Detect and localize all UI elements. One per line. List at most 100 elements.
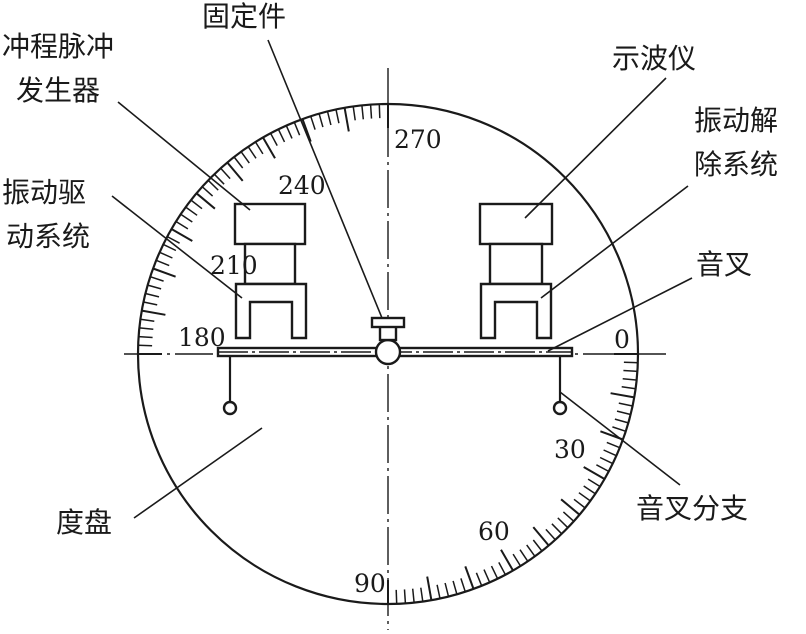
dial-tick [603, 449, 617, 457]
tuning-fork-label: 音叉 [696, 248, 752, 281]
degree-label-270: 270 [394, 125, 442, 154]
degree-label-90: 90 [354, 569, 386, 598]
dial-tick [612, 426, 627, 433]
dial-tick [395, 589, 398, 604]
dial-tick [369, 104, 373, 119]
dial-tick [318, 113, 324, 128]
dial-tick [532, 539, 543, 552]
dial-tick [616, 410, 631, 416]
dial-tick [587, 478, 601, 488]
dial-tick [361, 105, 365, 120]
dial-tick [254, 141, 264, 155]
dial-tick [166, 235, 180, 244]
dial-tick [139, 327, 154, 331]
dial-tick [335, 109, 340, 124]
fixture-leader [267, 39, 383, 319]
dial-tick [596, 464, 610, 473]
dial-tick [426, 576, 433, 601]
degree-label-210: 210 [210, 251, 258, 280]
drive-system-yoke [234, 282, 308, 340]
release-system-leader [540, 185, 689, 299]
drive-system-label-line2: 动系统 [6, 220, 90, 253]
dial-tick [147, 284, 162, 290]
dial-tick [233, 156, 244, 169]
dial-tick [420, 587, 424, 602]
pulse-generator-label-line1: 冲程脉冲 [2, 30, 114, 63]
dial-tick [483, 569, 491, 583]
dial-tick [195, 192, 216, 210]
dial-tick [562, 511, 575, 522]
degree-label-0: 0 [614, 325, 630, 354]
dial-tick [207, 179, 219, 191]
degree-label-60: 60 [478, 517, 510, 546]
dial-tick [614, 418, 629, 424]
dial-tick [378, 104, 381, 119]
dial-tick [519, 549, 529, 562]
degree-label-240: 240 [278, 171, 326, 200]
right-coil-body [488, 242, 544, 286]
dial-tick [159, 251, 173, 259]
dial-tick [175, 220, 189, 230]
dial-tick [171, 228, 193, 242]
pulse-generator-leader [117, 101, 251, 211]
pulse-generator-box [233, 202, 307, 246]
fixture-knob [370, 316, 406, 329]
dial-tick [277, 128, 286, 143]
dial-tick [573, 498, 586, 509]
dial-tick [240, 151, 250, 164]
dial-tick [162, 243, 177, 252]
fork-branch-left-end [222, 400, 238, 416]
dial-tick [622, 377, 637, 381]
dial-tick [606, 441, 621, 449]
degree-label-30: 30 [554, 435, 586, 464]
release-system-yoke [479, 282, 553, 340]
dial-tick [490, 565, 499, 580]
dial-tick [578, 492, 591, 502]
dial-tick [411, 588, 415, 603]
dial-tick [309, 115, 316, 130]
left-driver-assembly [233, 202, 308, 340]
fork-branch-leader [559, 391, 681, 486]
dial-tick [262, 137, 276, 159]
dial-tick [143, 301, 158, 306]
release-system-label-line2: 除系统 [694, 148, 778, 181]
dial-tick [326, 111, 332, 126]
dial-tick [226, 161, 244, 182]
dial-tick [444, 582, 450, 597]
dial-tick [532, 526, 550, 547]
dial-tick [610, 392, 635, 399]
dial-tick [145, 292, 160, 298]
dial-tick [285, 125, 293, 139]
fork-branch-right-end [552, 400, 568, 416]
dial-tick [618, 402, 633, 407]
dial-tick [500, 549, 514, 571]
dial-tick [149, 275, 164, 282]
fork-pivot [374, 338, 402, 366]
dial-tick [583, 485, 596, 495]
pulse-generator-label-line2: 发生器 [16, 74, 100, 107]
dial-tick [583, 466, 605, 480]
drive-system-leader [111, 195, 243, 299]
dial-tick [460, 578, 467, 593]
oscilloscope-label: 示波仪 [612, 42, 696, 75]
dial-tick [526, 544, 536, 557]
dial-tick [436, 584, 441, 599]
dial-tick [201, 186, 214, 197]
dial-tick [475, 572, 483, 587]
dial-tick [551, 523, 563, 535]
dial-tick [560, 498, 581, 516]
right-pickup-assembly [478, 202, 554, 340]
dial-tick [138, 335, 153, 339]
dial-tick [623, 369, 638, 373]
release-system-label-line1: 振动解 [694, 104, 778, 137]
oscilloscope-box [478, 202, 554, 246]
dial-tick [180, 213, 193, 223]
dial-tick [190, 199, 203, 210]
dial-tick [545, 528, 556, 541]
dial-tick [155, 259, 170, 267]
dial-tick [152, 267, 176, 278]
fork-branch-label: 音叉分支 [636, 492, 748, 525]
dial-tick [138, 344, 153, 347]
dial-leader [133, 427, 263, 519]
